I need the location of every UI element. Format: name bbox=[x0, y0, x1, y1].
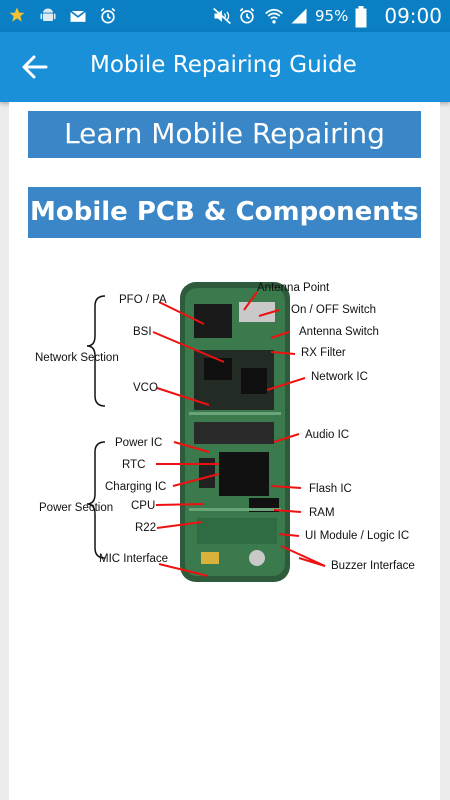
power-bracket bbox=[86, 441, 106, 559]
label-power-ic: Power IC bbox=[115, 437, 162, 449]
label-buzzer-interface: Buzzer Interface bbox=[331, 560, 415, 572]
pcb-diagram: Network Section Power Section PFO / PA B… bbox=[35, 282, 415, 582]
label-vco: VCO bbox=[133, 382, 158, 394]
network-section-text: Network Section bbox=[35, 352, 119, 364]
status-bar: 95% 09:00 bbox=[0, 0, 450, 32]
section-label-power: Power Section bbox=[39, 502, 113, 514]
mail-icon bbox=[68, 6, 88, 26]
alarm-icon bbox=[237, 6, 257, 26]
label-rx-filter: RX Filter bbox=[301, 347, 346, 359]
mute-icon bbox=[211, 6, 231, 26]
alarm-icon bbox=[98, 6, 118, 26]
label-charging-ic: Charging IC bbox=[105, 481, 166, 493]
label-pfo-pa: PFO / PA bbox=[119, 294, 167, 306]
label-audio-ic: Audio IC bbox=[305, 429, 349, 441]
page-title: Mobile Repairing Guide bbox=[90, 52, 357, 78]
power-section-text: Power Section bbox=[39, 502, 113, 514]
content-card: Learn Mobile Repairing Mobile PCB & Comp… bbox=[9, 102, 440, 800]
back-button[interactable] bbox=[20, 53, 50, 81]
network-bracket bbox=[86, 295, 106, 407]
label-bsi: BSI bbox=[133, 326, 152, 338]
android-icon bbox=[38, 6, 58, 26]
label-antenna-switch: Antenna Switch bbox=[299, 326, 379, 338]
battery-percent: 95% bbox=[315, 7, 349, 25]
clock: 09:00 bbox=[384, 4, 442, 28]
app-bar: Mobile Repairing Guide bbox=[0, 32, 450, 102]
arrow-left-icon bbox=[22, 55, 48, 79]
label-r22: R22 bbox=[135, 522, 156, 534]
section-label-network: Network Section bbox=[35, 352, 119, 364]
label-antenna-point: Antenna Point bbox=[257, 282, 330, 294]
section-heading: Mobile PCB & Components bbox=[28, 187, 421, 238]
label-on-off-switch: On / OFF Switch bbox=[291, 304, 376, 316]
label-cpu: CPU bbox=[131, 500, 155, 512]
battery-icon bbox=[354, 6, 374, 28]
label-rtc: RTC bbox=[122, 459, 145, 471]
signal-icon bbox=[289, 6, 309, 26]
label-ram: RAM bbox=[309, 507, 335, 519]
pcb-board bbox=[180, 282, 290, 582]
label-mic-interface: MIC Interface bbox=[99, 553, 168, 565]
banner-heading: Learn Mobile Repairing bbox=[28, 111, 421, 158]
label-flash-ic: Flash IC bbox=[309, 483, 352, 495]
wifi-icon bbox=[263, 6, 283, 26]
label-network-ic: Network IC bbox=[311, 371, 368, 383]
label-ui-module: UI Module / Logic IC bbox=[305, 530, 409, 542]
star-icon bbox=[8, 6, 28, 26]
pointer-lines bbox=[152, 291, 326, 577]
